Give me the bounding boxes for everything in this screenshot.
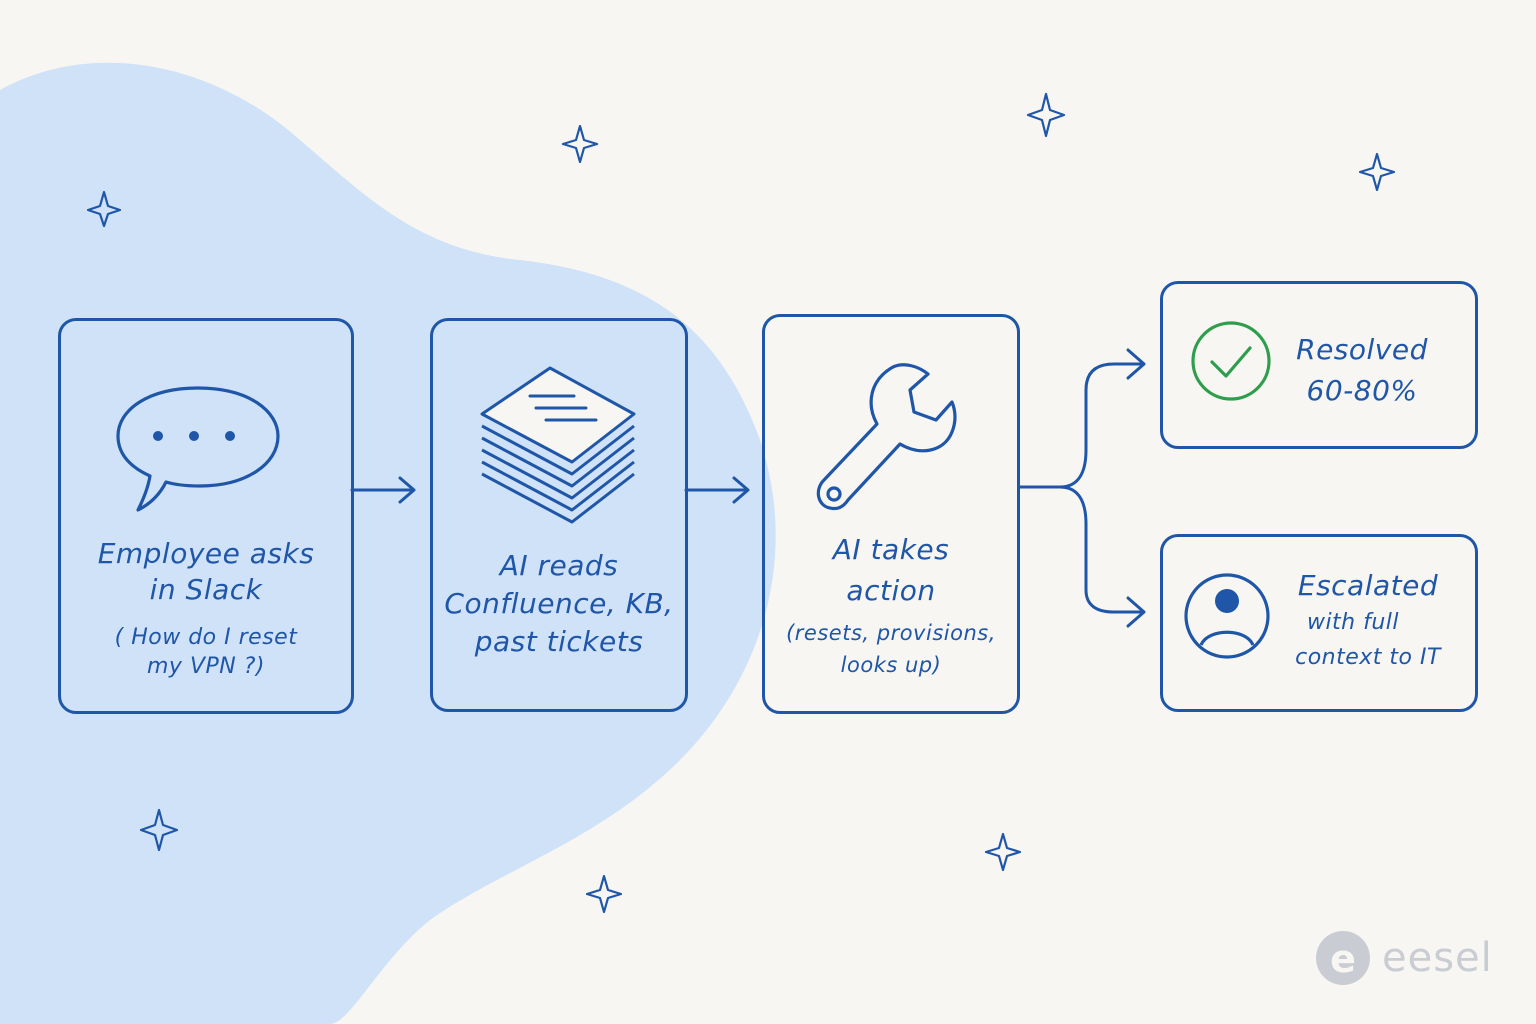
sparkle-icon bbox=[1026, 92, 1066, 138]
text-line: Confluence, KB, bbox=[444, 586, 674, 620]
eesel-logo-icon: e bbox=[1316, 931, 1370, 985]
wrench-icon bbox=[816, 363, 957, 511]
outcome-resolved-text: Resolved 60-80% bbox=[1282, 330, 1442, 411]
sparkle-icon bbox=[1358, 152, 1396, 192]
step-ask-box bbox=[58, 318, 354, 714]
step-read-title: AI reads Confluence, KB, past tickets bbox=[430, 547, 688, 660]
user-icon bbox=[1184, 573, 1270, 659]
text-line: (resets, provisions, bbox=[786, 621, 996, 645]
text-line: in Slack bbox=[149, 573, 263, 607]
sparkle-icon bbox=[585, 874, 623, 914]
text-line: with full bbox=[1306, 610, 1400, 636]
outcome-resolved-box bbox=[1160, 281, 1478, 449]
step-act-box bbox=[762, 314, 1020, 714]
text-line: ( How do I reset bbox=[114, 625, 298, 650]
step-ask-subtitle: ( How do I reset my VPN ?) bbox=[58, 624, 354, 681]
sparkle-icon bbox=[139, 808, 179, 852]
text-line: Escalated bbox=[1297, 569, 1439, 602]
speech-bubble-icon bbox=[116, 386, 280, 512]
document-stack-icon bbox=[480, 366, 636, 524]
step-read-box bbox=[430, 318, 688, 712]
logo-letter: e bbox=[1330, 937, 1356, 981]
eesel-logo-text: eesel bbox=[1382, 935, 1493, 981]
text-line: Resolved bbox=[1296, 333, 1428, 366]
check-circle-icon bbox=[1191, 321, 1271, 401]
background-blob bbox=[0, 62, 776, 1024]
text-line: Employee asks bbox=[97, 537, 315, 570]
outcome-escalated-box bbox=[1160, 534, 1478, 712]
arrow-read-to-act bbox=[684, 476, 750, 504]
text-line: past tickets bbox=[474, 624, 644, 658]
sparkle-icon bbox=[561, 124, 599, 164]
text-line: 60-80% bbox=[1306, 373, 1418, 407]
text-line: AI reads bbox=[499, 549, 619, 582]
branch-connector bbox=[1018, 348, 1146, 628]
text-line: context to IT bbox=[1295, 645, 1441, 671]
text-line: looks up) bbox=[840, 652, 942, 677]
outcome-escalated-text: Escalated with full context to IT bbox=[1282, 566, 1454, 676]
step-ask-title: Employee asks in Slack bbox=[58, 536, 354, 609]
arrow-ask-to-read bbox=[350, 476, 416, 504]
sparkle-icon bbox=[984, 832, 1022, 872]
text-line: AI takes bbox=[832, 533, 950, 566]
step-act-title: AI takes action bbox=[762, 530, 1020, 611]
text-line: action bbox=[846, 573, 936, 607]
sparkle-icon bbox=[86, 190, 122, 228]
text-line: my VPN ?) bbox=[147, 653, 265, 679]
step-act-subtitle: (resets, provisions, looks up) bbox=[762, 618, 1020, 681]
